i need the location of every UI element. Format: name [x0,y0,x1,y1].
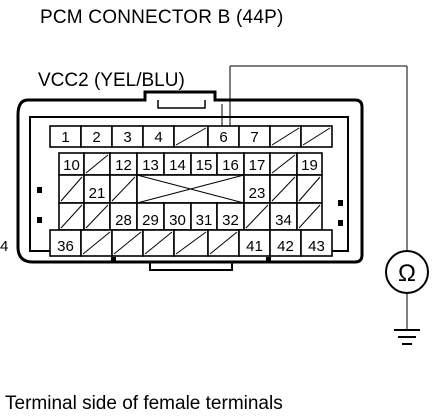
terminal-label: 16 [222,157,239,174]
terminal-label: 1 [61,129,69,146]
terminal-label: 21 [89,185,106,202]
locking-tab-left-bottom [37,217,42,223]
terminal-label: 41 [246,238,263,255]
terminal-label: 42 [277,238,294,255]
empty-cavity-slash [144,231,173,255]
locking-tab-bottom-right [266,257,271,263]
terminal-label: 32 [222,212,239,229]
empty-cavity-slash [245,204,269,229]
empty-cavity-slash [175,127,207,146]
probe-wire [221,65,408,252]
meter-symbol: Ω [398,260,416,287]
locking-tab-right-bottom [338,220,343,226]
terminal-label: 10 [63,157,80,174]
connector-housing [16,90,364,264]
empty-cavity-slash [85,204,109,229]
empty-cavity-slash [82,231,111,255]
wire-label: VCC2 (YEL/BLU) [38,70,185,91]
ground-icon [394,329,420,345]
terminal-label: 12 [115,157,132,174]
terminal-label: 17 [249,157,266,174]
empty-cavity-slash [298,176,321,202]
terminal-label: 30 [169,212,186,229]
ohmmeter-icon: Ω [385,250,429,330]
terminal-label: 14 [169,157,186,174]
empty-cavity-slash [175,231,207,255]
terminal-42 [269,229,302,257]
locking-tab-bottom-left [111,257,116,263]
connector-title: PCM CONNECTOR B (44P) [40,7,284,28]
empty-cavity-slash [298,204,321,229]
terminal-43 [300,229,333,257]
terminal-41 [238,229,271,257]
empty-cavity-slash [209,231,238,255]
view-caption: Terminal side of female terminals [5,393,283,414]
terminal-label: 15 [196,157,213,174]
terminal-label: 19 [301,157,318,174]
empty-cavity-slash [113,231,142,255]
connector-latch-top [157,100,206,109]
empty-cavity-slash [302,127,331,146]
terminal-32 [216,202,245,231]
terminal-label: 23 [249,185,266,202]
terminal-label: 13 [142,157,159,174]
connector-key-bottom [149,262,233,271]
terminal-label: 36 [57,238,74,255]
empty-cavity-slash [271,176,296,202]
empty-cavity-slash [60,176,83,202]
locking-tab-left-top [37,187,42,193]
terminal-label: 7 [250,129,258,146]
empty-cavity-slash [85,154,109,174]
terminal-label: 28 [115,212,132,229]
terminal-label: 34 [275,212,292,229]
terminal-23 [243,174,271,204]
terminal-label: 6 [219,129,227,146]
terminal-label: 44 [0,238,8,255]
terminal-label: 31 [196,212,213,229]
empty-cavity-slash [271,127,300,146]
locking-tab-right-top [338,200,343,206]
terminal-label: 3 [123,129,131,146]
cross-mark [136,174,245,204]
terminal-label: 29 [142,212,159,229]
terminal-label: 4 [154,129,162,146]
empty-cavity-slash [111,176,136,202]
empty-cavity-slash [60,204,83,229]
terminal-label: 2 [92,129,100,146]
empty-cavity-slash [271,154,296,174]
terminal-label: 43 [308,238,325,255]
terminal-28 [109,202,138,231]
